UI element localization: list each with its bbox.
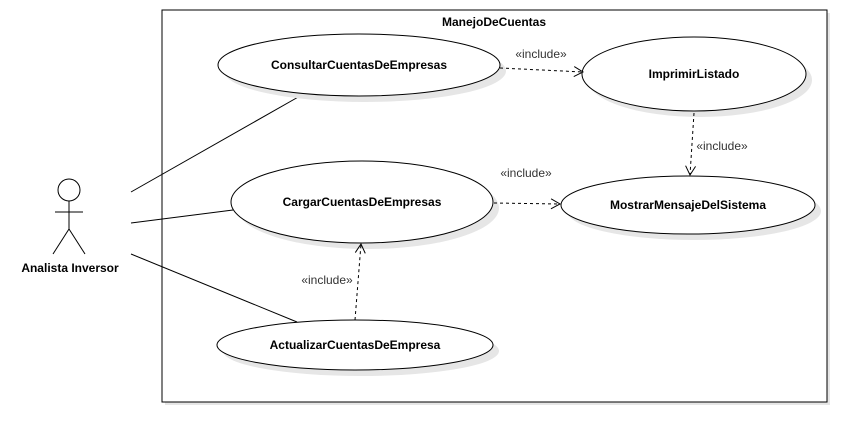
association-actualizar — [130, 253, 298, 323]
use-case-imprimir-listado[interactable]: ImprimirListado — [581, 36, 812, 117]
use-case-consultar-cuentas[interactable]: ConsultarCuentasDeEmpresas — [217, 33, 506, 102]
include-consultar-imprimir: «include» — [499, 47, 585, 78]
include-label: «include» — [515, 47, 567, 61]
include-label: «include» — [696, 139, 748, 153]
use-case-label: MostrarMensajeDelSistema — [610, 198, 766, 212]
actor-left-leg — [52, 228, 70, 255]
include-actualizar-cargar: «include» — [301, 242, 366, 321]
use-case-cargar-cuentas[interactable]: CargarCuentasDeEmpresas — [230, 160, 499, 249]
include-imprimir-mostrar: «include» — [685, 112, 748, 177]
use-case-actualizar-cuentas[interactable]: ActualizarCuentasDeEmpresa — [216, 319, 499, 376]
include-cargar-mostrar: «include» — [493, 166, 562, 210]
include-label: «include» — [500, 166, 552, 180]
use-case-label: CargarCuentasDeEmpresas — [283, 195, 442, 209]
use-case-mostrar-mensaje[interactable]: MostrarMensajeDelSistema — [560, 175, 821, 240]
system-title: ManejoDeCuentas — [442, 15, 546, 29]
actor-right-leg — [68, 228, 86, 255]
actor-head — [57, 178, 81, 202]
association-consultar — [130, 95, 301, 193]
actor-analista-inversor[interactable]: Analista Inversor — [21, 178, 119, 275]
use-case-label: ConsultarCuentasDeEmpresas — [271, 58, 447, 72]
use-case-label: ImprimirListado — [649, 67, 740, 81]
use-case-label: ActualizarCuentasDeEmpresa — [270, 338, 441, 352]
actor-name: Analista Inversor — [21, 261, 119, 275]
association-cargar — [130, 209, 234, 224]
include-label: «include» — [301, 273, 353, 287]
